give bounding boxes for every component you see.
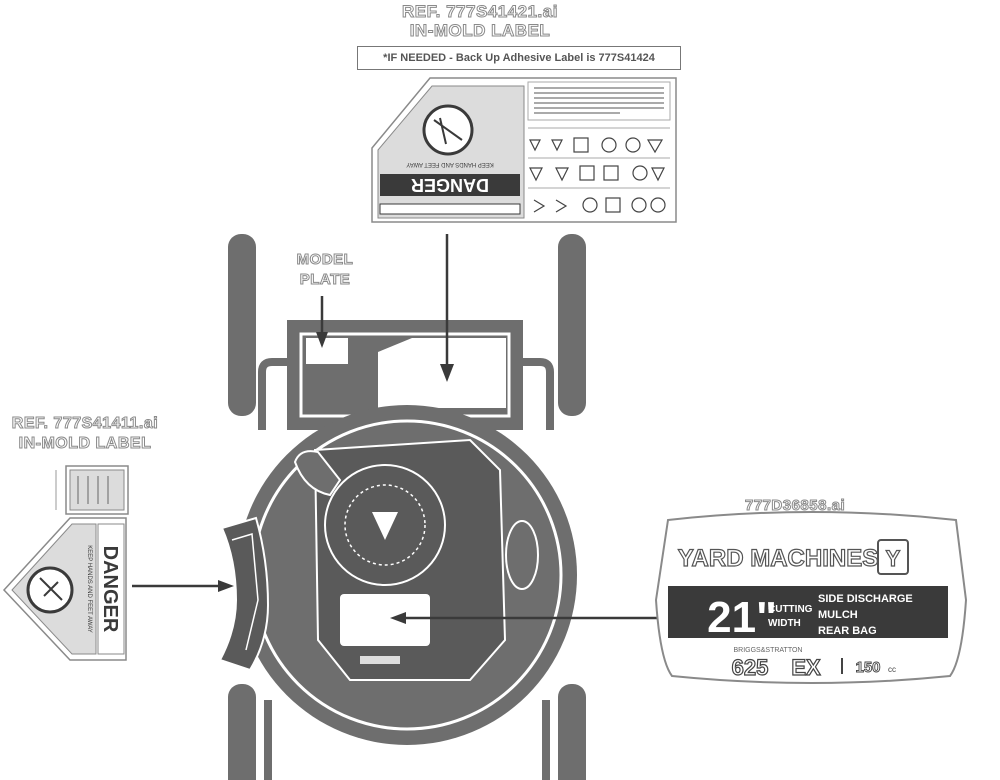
model-plate-area xyxy=(306,338,348,364)
brand-label-band xyxy=(668,586,948,638)
left-type-line: IN-MOLD LABEL xyxy=(18,435,152,453)
backup-adhesive-note: *IF NEEDED - Back Up Adhesive Label is 7… xyxy=(357,46,681,70)
top-danger-text: DANGER xyxy=(411,175,489,195)
feature-mulch: MULCH xyxy=(818,609,858,621)
left-small-label-text xyxy=(77,476,109,504)
brand-name: YARD MACHINES xyxy=(678,545,878,572)
cutting-size: 21" xyxy=(707,593,777,642)
air-filter xyxy=(505,520,539,590)
displacement: 150 xyxy=(855,659,880,676)
safety-pictograms xyxy=(529,137,666,213)
brand-label: YARD MACHINES Y 21" CUTTING WIDTH SIDE D… xyxy=(654,511,968,684)
brand-logo-badge xyxy=(877,539,909,575)
left-small-label xyxy=(69,469,125,511)
left-hand-hazard-glyph xyxy=(39,577,63,601)
hand-hazard-glyph xyxy=(433,117,463,145)
brand-logo-letter: Y xyxy=(886,546,901,571)
front-right-wheel xyxy=(558,684,586,780)
engine-fan-grille xyxy=(344,484,426,566)
top-ref-line: REF. 777S41421.ai xyxy=(402,2,558,22)
engine-badge xyxy=(360,656,400,664)
brand-label-arrowhead xyxy=(390,612,406,624)
front-frame xyxy=(264,700,550,780)
top-label-footer-strip xyxy=(379,203,521,215)
engine-label-area xyxy=(340,594,430,646)
top-danger-bar xyxy=(380,174,520,196)
top-type-line: IN-MOLD LABEL xyxy=(409,21,551,41)
engine-model: 625 xyxy=(732,655,769,680)
displacement-unit: cc xyxy=(888,665,896,674)
left-label-arrowhead xyxy=(218,580,234,592)
model-plate-callout: MODEL PLATE xyxy=(280,250,370,290)
top-label-arrowhead xyxy=(440,364,454,382)
left-danger-text: DANGER xyxy=(99,546,121,633)
rear-right-wheel xyxy=(558,234,586,416)
cutting-label-2: WIDTH xyxy=(768,618,801,629)
brand-label-reference: 777D36858.ai xyxy=(744,497,846,515)
top-keep-text: KEEP HANDS AND FEET AWAY xyxy=(406,161,494,167)
model-plate-line1: MODEL xyxy=(296,251,354,269)
feature-rear-bag: REAR BAG xyxy=(818,625,877,637)
top-inmold-label: DANGER KEEP HANDS AND FEET AWAY xyxy=(371,77,677,223)
rear-left-wheel xyxy=(228,234,256,416)
left-ref-line: REF. 777S41411.ai xyxy=(11,415,159,433)
left-danger-panel xyxy=(97,523,125,655)
warning-text-lines xyxy=(534,87,664,114)
left-inmold-label: DANGER KEEP HANDS AND FEET AWAY xyxy=(2,465,129,661)
left-label-reference: REF. 777S41411.ai IN-MOLD LABEL xyxy=(0,414,170,454)
top-label-reference: REF. 777S41421.ai IN-MOLD LABEL xyxy=(330,2,630,41)
front-left-wheel xyxy=(228,684,256,780)
starter-emblem xyxy=(372,512,398,540)
left-keep-text: KEEP HANDS AND FEET AWAY xyxy=(86,545,92,633)
feature-side-discharge: SIDE DISCHARGE xyxy=(818,593,913,605)
model-plate-arrowhead xyxy=(316,332,328,348)
top-label-area xyxy=(378,338,506,408)
cutting-label-1: CUTTING xyxy=(768,604,813,615)
engine-brand: BRIGGS&STRATTON xyxy=(734,647,803,654)
side-discharge-chute xyxy=(218,516,270,672)
model-plate-line2: PLATE xyxy=(299,271,351,289)
fuel-cap xyxy=(293,450,342,497)
chute-ribs xyxy=(231,533,259,651)
engine-suffix: EX xyxy=(791,655,821,680)
